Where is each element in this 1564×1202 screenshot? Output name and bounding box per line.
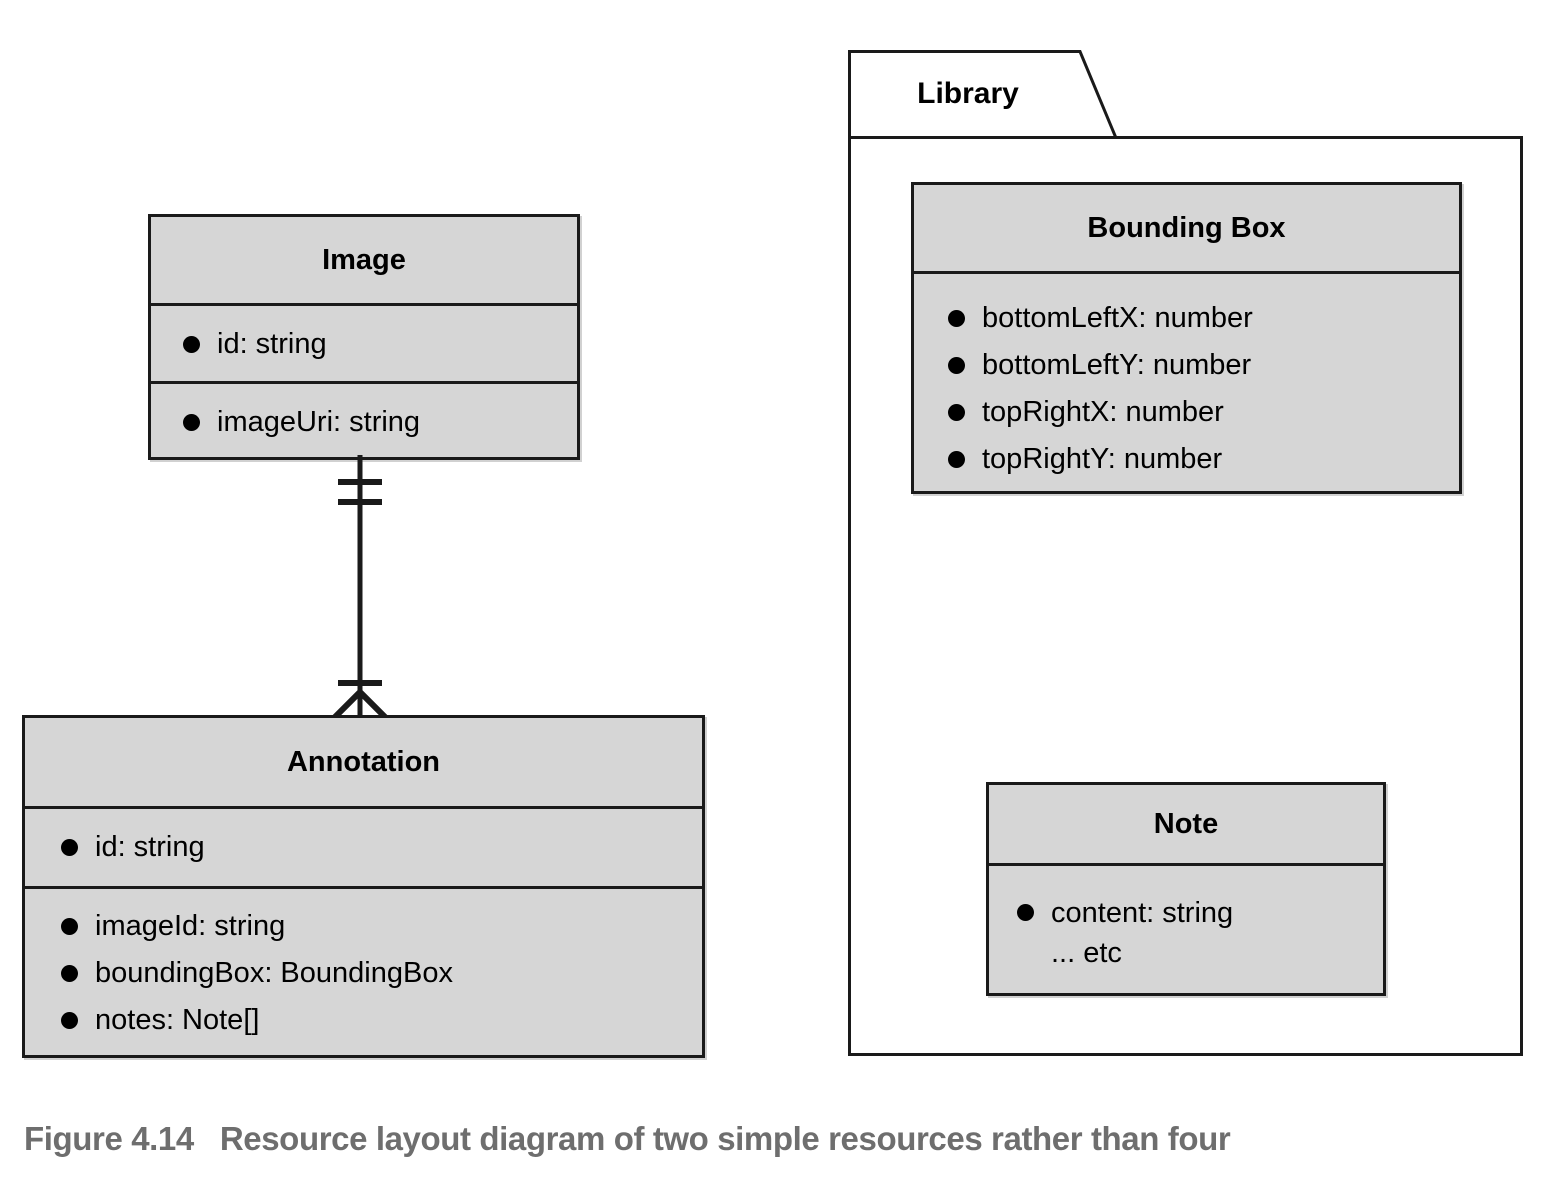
figure-title: Resource layout diagram of two simple re… xyxy=(219,1120,1231,1157)
attribute-label: content: string xyxy=(1051,896,1234,929)
bullet-icon xyxy=(948,309,965,327)
class-title-bounding-box: Bounding Box xyxy=(1087,211,1286,244)
class-box-image[interactable]: Image id: string imageUri: string xyxy=(148,214,580,460)
attribute-label: notes: Note[] xyxy=(95,1004,260,1036)
attribute-row: topRightY: number xyxy=(914,436,1459,483)
bullet-icon xyxy=(183,335,200,353)
attribute-row: content: string xyxy=(989,893,1383,933)
attribute-label: bottomLeftX: number xyxy=(982,301,1253,334)
attribute-label: bottomLeftY: number xyxy=(982,348,1252,381)
attribute-row: bottomLeftX: number xyxy=(914,295,1459,342)
bullet-icon-placeholder xyxy=(1017,944,1034,961)
bullet-icon xyxy=(183,413,200,431)
bullet-icon xyxy=(1017,903,1034,921)
bullet-icon xyxy=(948,450,965,468)
attribute-row: bottomLeftY: number xyxy=(914,342,1459,389)
class-compartment-annotation-2: imageId: string boundingBox: BoundingBox… xyxy=(25,886,702,1058)
attribute-label: ... etc xyxy=(1051,936,1122,969)
figure-number: Figure 4.14 xyxy=(24,1120,194,1157)
attribute-row: imageId: string xyxy=(25,903,702,950)
attribute-row: boundingBox: BoundingBox xyxy=(25,950,702,997)
attribute-label: imageUri: string xyxy=(217,405,421,438)
attribute-row: id: string xyxy=(25,824,702,871)
class-compartment-bounding-box-1: bottomLeftX: number bottomLeftY: number … xyxy=(914,271,1459,497)
bullet-icon xyxy=(61,965,78,982)
bullet-icon xyxy=(948,403,965,421)
bullet-icon xyxy=(61,1012,78,1029)
class-title-image: Image xyxy=(322,243,406,276)
attribute-label: boundingBox: BoundingBox xyxy=(95,957,453,989)
bullet-icon xyxy=(61,918,78,935)
attribute-label: imageId: string xyxy=(95,910,286,942)
class-title-note: Note xyxy=(1153,807,1219,840)
attribute-row: imageUri: string xyxy=(151,405,577,439)
bullet-icon xyxy=(948,356,965,374)
package-tab-shape: Library xyxy=(848,50,1118,139)
class-box-note[interactable]: Note content: string ... etc xyxy=(986,782,1386,996)
attribute-label: topRightX: number xyxy=(982,395,1224,428)
attribute-row: topRightX: number xyxy=(914,389,1459,436)
attribute-label: id: string xyxy=(95,831,205,863)
class-box-bounding-box[interactable]: Bounding Box bottomLeftX: number bottomL… xyxy=(911,182,1462,494)
attribute-row: ... etc xyxy=(989,933,1383,973)
package-name-label: Library xyxy=(917,77,1019,110)
attribute-row: notes: Note[] xyxy=(25,997,702,1044)
attribute-label: id: string xyxy=(217,327,327,360)
class-box-annotation[interactable]: Annotation id: string imageId: string bo… xyxy=(22,715,705,1058)
class-title-annotation: Annotation xyxy=(286,745,440,778)
relationship-image-annotation xyxy=(320,455,420,723)
attribute-row: id: string xyxy=(151,327,577,361)
class-compartment-annotation-1: id: string xyxy=(25,806,702,886)
class-compartment-image-1: id: string xyxy=(151,303,577,381)
attribute-label: topRightY: number xyxy=(982,442,1223,475)
class-compartment-note-1: content: string ... etc xyxy=(989,863,1383,999)
bullet-icon xyxy=(61,839,78,856)
figure-caption: Figure 4.14 Resource layout diagram of tw… xyxy=(24,1120,1524,1158)
class-compartment-image-2: imageUri: string xyxy=(151,381,577,459)
